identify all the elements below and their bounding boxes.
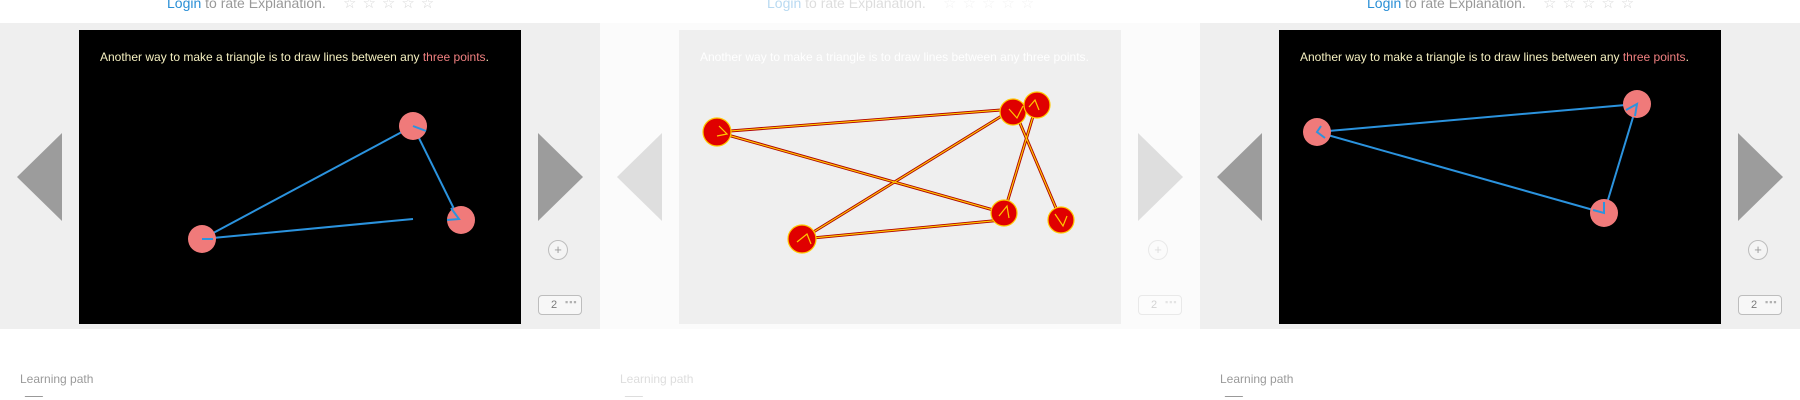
slide-canvas: Another way to make a triangle is to dra…: [1279, 30, 1721, 324]
learning-path-icon: [18, 396, 44, 400]
slide-caption: Another way to make a triangle is to dra…: [100, 50, 489, 64]
next-slide-button[interactable]: [538, 133, 583, 221]
rate-text: to rate Explanation.: [1401, 0, 1526, 11]
page-number: 2: [1751, 299, 1758, 311]
rating-row: Login to rate Explanation.: [167, 0, 326, 15]
triangle-edge-left: [201, 125, 414, 240]
previous-slide-button[interactable]: [617, 133, 662, 221]
zoom-icon[interactable]: +: [1748, 240, 1768, 260]
previous-slide-button[interactable]: [1217, 133, 1262, 221]
slide-canvas: Another way to make a triangle is to dra…: [79, 30, 521, 324]
caption-text: Another way to make a triangle is to dra…: [700, 50, 1023, 64]
rating-stars[interactable]: ☆☆☆☆☆: [943, 0, 1041, 12]
triangle-drawing: [188, 112, 475, 253]
rating-row: Login to rate Explanation.: [767, 0, 926, 15]
slide-pager[interactable]: 2 ▪▪▪: [538, 295, 582, 315]
triangle-edge-right: [412, 125, 460, 220]
learning-path-label[interactable]: Learning path: [620, 372, 694, 386]
slide-caption: Another way to make a triangle is to dra…: [1300, 50, 1689, 64]
overlay-drawing: [702, 91, 1075, 254]
slide-pager[interactable]: 2 ▪▪▪: [1138, 295, 1182, 315]
triangle-edge-bottom: [201, 218, 414, 240]
pager-dots: ▪▪▪: [1765, 297, 1778, 307]
overlay-point: [702, 117, 732, 147]
triangle-edge-top: [1316, 103, 1638, 133]
pager-dots: ▪▪▪: [565, 297, 578, 307]
caption-end: .: [1085, 50, 1089, 64]
rate-text: to rate Explanation.: [801, 0, 926, 11]
slide-panel-left: Login to rate Explanation. ☆☆☆☆☆ Another…: [0, 0, 600, 400]
caption-highlight: three points: [422, 50, 486, 64]
rate-text: to rate Explanation.: [201, 0, 326, 11]
triangle-drawing: [1303, 90, 1651, 227]
login-link[interactable]: Login: [167, 0, 202, 11]
caption-end: .: [1685, 50, 1689, 64]
overlay-point: [999, 98, 1027, 126]
zoom-icon[interactable]: +: [1148, 240, 1168, 260]
caption-end: .: [485, 50, 489, 64]
slide-pager[interactable]: 2 ▪▪▪: [1738, 295, 1782, 315]
caption-text: Another way to make a triangle is to dra…: [1300, 50, 1623, 64]
caption-highlight: three points: [1022, 50, 1086, 64]
login-link[interactable]: Login: [767, 0, 802, 11]
faded-panel-content: Login to rate Explanation. ☆☆☆☆☆ Another…: [600, 0, 1200, 400]
next-slide-button[interactable]: [1738, 133, 1783, 221]
rating-stars[interactable]: ☆☆☆☆☆: [343, 0, 441, 12]
slide-band: [600, 23, 1200, 329]
learning-path-label[interactable]: Learning path: [1220, 372, 1294, 386]
learning-path-icon: [1218, 396, 1244, 400]
caption-text: Another way to make a triangle is to dra…: [100, 50, 423, 64]
slide-panel-right: Login to rate Explanation. ☆☆☆☆☆ Another…: [1200, 0, 1800, 400]
page-number: 2: [1151, 299, 1158, 311]
slide-panel-middle: Login to rate Explanation. ☆☆☆☆☆ Another…: [600, 0, 1200, 400]
overlay-point: [787, 224, 817, 254]
login-link[interactable]: Login: [1367, 0, 1402, 11]
page-number: 2: [551, 299, 558, 311]
previous-slide-button[interactable]: [17, 133, 62, 221]
rating-stars[interactable]: ☆☆☆☆☆: [1543, 0, 1641, 12]
slide-caption: Another way to make a triangle is to dra…: [700, 50, 1089, 64]
rating-row: Login to rate Explanation.: [1367, 0, 1526, 15]
pager-dots: ▪▪▪: [1165, 297, 1178, 307]
next-slide-button[interactable]: [1138, 133, 1183, 221]
caption-highlight: three points: [1622, 50, 1686, 64]
zoom-icon[interactable]: +: [548, 240, 568, 260]
overlay-point: [1047, 206, 1075, 234]
triangle-edge-right: [1603, 103, 1638, 214]
learning-path-label[interactable]: Learning path: [20, 372, 94, 386]
overlay-point: [990, 199, 1018, 227]
triangle-edge-bottom: [1316, 131, 1605, 214]
learning-path-icon: [618, 396, 644, 400]
